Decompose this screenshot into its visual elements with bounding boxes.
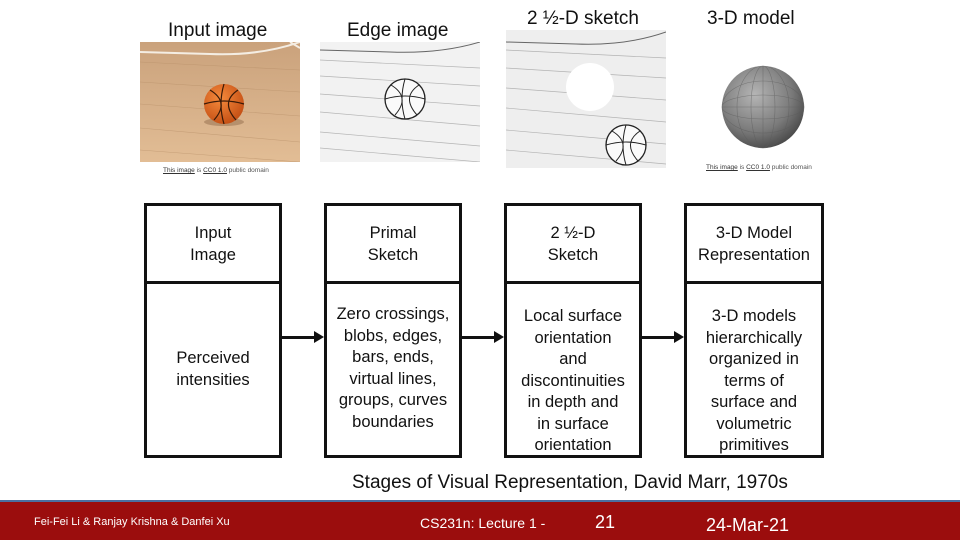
model-image: [718, 62, 808, 152]
stage-3d-model-representation: 3-D Model Representation 3-D models hier…: [684, 203, 824, 458]
sphere-model: [721, 65, 805, 149]
arrow-input-to-primal: [282, 331, 324, 343]
arrow-primal-to-sketch: [462, 331, 504, 343]
input-image-title: Input image: [168, 20, 268, 41]
model-image-license-link[interactable]: CC0 1.0: [746, 164, 770, 171]
model-image-credit: This image is CC0 1.0 public domain: [706, 164, 812, 171]
footer-slide-number: 21: [595, 512, 616, 532]
edge-photo: [320, 42, 480, 162]
input-image-license-link[interactable]: CC0 1.0: [203, 167, 227, 174]
stage-3d-model-representation-description: 3-D models hierarchically organized in t…: [705, 307, 803, 454]
stage-input-image-title: Input Image: [147, 206, 279, 284]
stage-input-image-description: Perceived intensities: [176, 349, 250, 389]
model-image-credit-link[interactable]: This image: [706, 164, 738, 171]
sketch-photo: [506, 30, 666, 168]
arrow-sketch-to-model: [642, 331, 684, 343]
stage-input-image: Input Image Perceived intensities: [144, 203, 282, 458]
stage-two-and-half-d-sketch-title: 2 ½-D Sketch: [507, 206, 639, 284]
model-image-title: 3-D model: [707, 8, 795, 29]
stage-primal-sketch-title: Primal Sketch: [327, 206, 459, 284]
stage-primal-sketch: Primal Sketch Zero crossings, blobs, edg…: [324, 203, 462, 458]
edge-image-title: Edge image: [347, 20, 449, 41]
footer-course: CS231n: Lecture 1 -: [420, 515, 546, 531]
stage-3d-model-representation-title: 3-D Model Representation: [687, 206, 821, 284]
slide-footer: Fei-Fei Li & Ranjay Krishna & Danfei Xu …: [0, 500, 960, 540]
figure-caption: Stages of Visual Representation, David M…: [352, 472, 788, 493]
stage-two-and-half-d-sketch: 2 ½-D Sketch Local surface orientation a…: [504, 203, 642, 458]
basketball-photo: [140, 42, 300, 162]
footer-date: 24-Mar-21: [706, 515, 790, 535]
sketch-image: [506, 30, 666, 168]
sketch-image-title: 2 ½-D sketch: [527, 8, 639, 29]
edge-image: [320, 42, 480, 162]
footer-authors: Fei-Fei Li & Ranjay Krishna & Danfei Xu: [34, 516, 230, 528]
input-basketball-image: [140, 42, 300, 162]
input-image-credit: This image is CC0 1.0 public domain: [163, 167, 269, 174]
stage-primal-sketch-description: Zero crossings, blobs, edges, bars, ends…: [336, 305, 450, 431]
input-image-credit-link[interactable]: This image: [163, 167, 195, 174]
stage-two-and-half-d-sketch-description: Local surface orientation and discontinu…: [521, 307, 625, 454]
